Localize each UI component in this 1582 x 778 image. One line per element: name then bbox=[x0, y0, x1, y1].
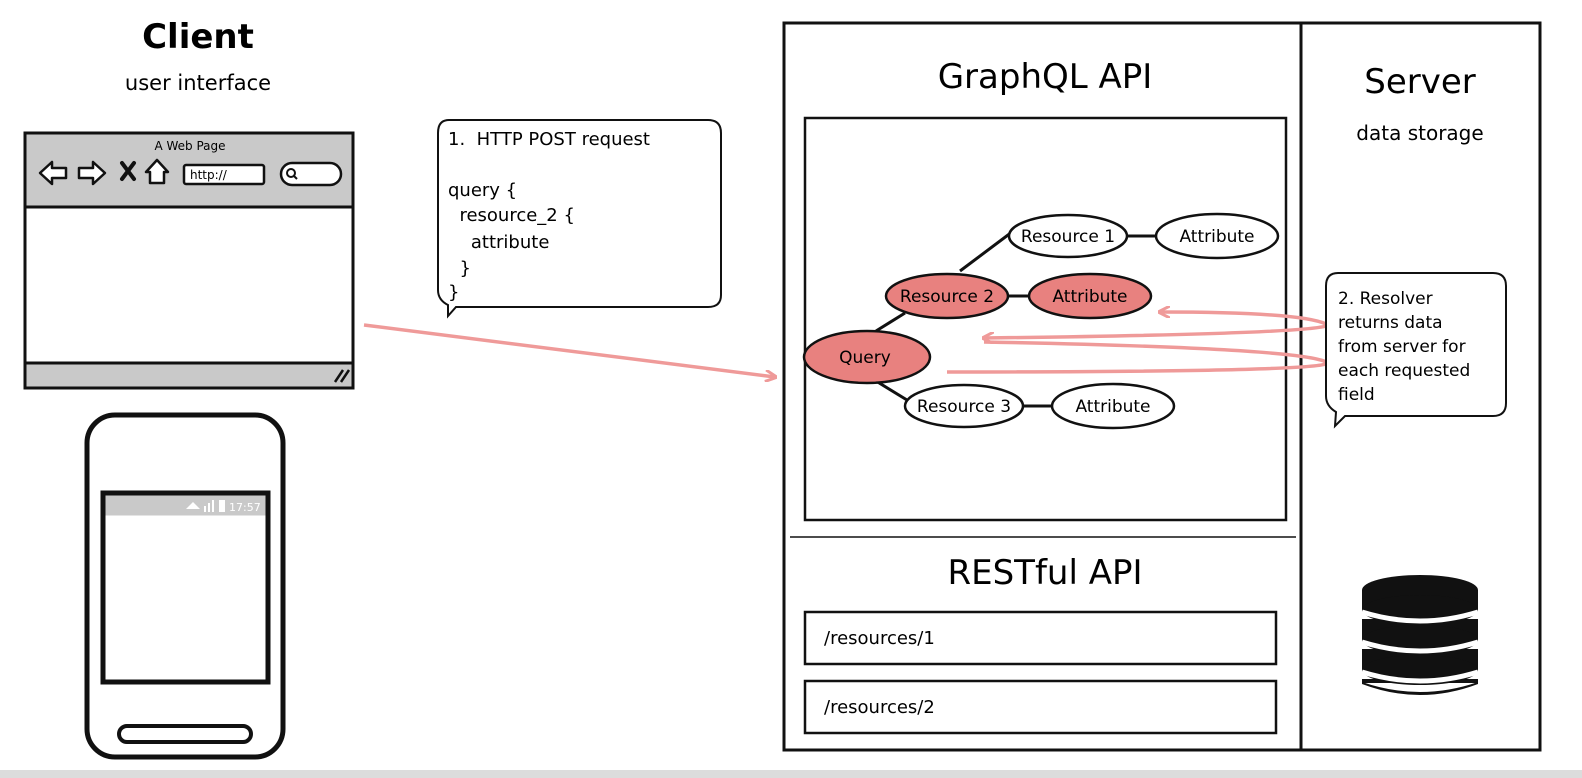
resolver-note-line: 2. Resolver bbox=[1338, 289, 1433, 309]
node-attribute-2-label: Attribute bbox=[1052, 287, 1127, 307]
browser-window: A Web Page http:// bbox=[23, 131, 355, 390]
node-resource-1[interactable]: Resource 1 bbox=[1007, 213, 1129, 259]
request-note-line: query { bbox=[448, 180, 517, 201]
graphql-panel bbox=[803, 116, 1288, 522]
phone-home-button[interactable] bbox=[117, 724, 253, 744]
window-bottom-strip bbox=[0, 770, 1582, 778]
request-note-line: resource_2 { bbox=[448, 205, 575, 226]
node-resource-1-label: Resource 1 bbox=[1021, 227, 1115, 247]
resolver-note-text: 2. Resolver returns data from server for… bbox=[1338, 289, 1476, 405]
node-attribute-3[interactable]: Attribute bbox=[1050, 382, 1176, 430]
server-subtitle: data storage bbox=[1356, 121, 1483, 145]
node-resource-3-label: Resource 3 bbox=[917, 397, 1011, 417]
client-subtitle: user interface bbox=[125, 71, 271, 95]
node-resource-3[interactable]: Resource 3 bbox=[903, 383, 1025, 429]
request-note-line: } bbox=[448, 258, 471, 279]
wifi-signal-icon bbox=[186, 500, 214, 512]
resolver-note-line: returns data bbox=[1338, 313, 1443, 333]
browser-page-title: A Web Page bbox=[154, 139, 225, 153]
rest-endpoint-label: /resources/1 bbox=[824, 628, 935, 649]
client-title: Client bbox=[142, 17, 254, 57]
rest-section: RESTful API /resources/1 /resources/2 bbox=[803, 553, 1278, 735]
request-note-line: attribute bbox=[448, 232, 549, 253]
node-attribute-1[interactable]: Attribute bbox=[1154, 212, 1280, 260]
resize-grip-icon[interactable] bbox=[333, 369, 351, 383]
node-resource-2-label: Resource 2 bbox=[900, 287, 994, 307]
node-attribute-2[interactable]: Attribute bbox=[1027, 272, 1153, 320]
phone-screen bbox=[100, 490, 271, 685]
client-section: Client user interface A Web Page http:// bbox=[23, 17, 355, 760]
node-attribute-1-label: Attribute bbox=[1179, 227, 1254, 247]
request-note-text: 1. HTTP POST request query { resource_2 … bbox=[0, 0, 730, 303]
node-attribute-3-label: Attribute bbox=[1075, 397, 1150, 417]
resolver-note-line: field bbox=[1338, 385, 1375, 405]
request-note-line: } bbox=[448, 282, 459, 303]
node-query-label: Query bbox=[839, 348, 891, 368]
node-resource-2[interactable]: Resource 2 bbox=[884, 272, 1010, 320]
request-note: 1. HTTP POST request query { resource_2 … bbox=[0, 0, 730, 319]
browser-status-bar bbox=[26, 363, 352, 387]
phone-status-bar bbox=[105, 495, 266, 516]
home-icon[interactable] bbox=[144, 158, 170, 185]
phone-status-time: 17:57 bbox=[229, 501, 261, 514]
node-query[interactable]: Query bbox=[802, 329, 932, 385]
rest-endpoint-label: /resources/2 bbox=[824, 697, 935, 718]
url-bar[interactable] bbox=[182, 163, 266, 186]
graph-edges bbox=[875, 230, 1156, 408]
resolver-note-line: from server for bbox=[1338, 337, 1466, 357]
api-frame bbox=[782, 21, 1542, 752]
request-note-line: 1. HTTP POST request bbox=[448, 129, 650, 150]
search-bar[interactable] bbox=[279, 161, 343, 187]
database-separators bbox=[1361, 609, 1479, 684]
close-icon[interactable] bbox=[120, 161, 136, 181]
request-arrow bbox=[363, 323, 775, 377]
resolver-note-line: each requested bbox=[1338, 361, 1470, 381]
rest-endpoint[interactable]: /resources/1 bbox=[803, 610, 1278, 666]
server-title: Server bbox=[1364, 62, 1476, 102]
graphql-title: GraphQL API bbox=[938, 57, 1153, 97]
search-icon bbox=[286, 168, 298, 180]
url-text: http:// bbox=[190, 168, 228, 182]
rest-endpoint[interactable]: /resources/2 bbox=[803, 679, 1278, 735]
resolver-arrows bbox=[946, 312, 1327, 374]
graphql-section: GraphQL API Resource 1 Attribute Resourc… bbox=[802, 57, 1288, 522]
resolver-note: 2. Resolver returns data from server for… bbox=[1325, 272, 1507, 429]
phone-device: 17:57 bbox=[84, 412, 286, 760]
server-section: Server data storage bbox=[1356, 62, 1484, 695]
battery-icon bbox=[219, 500, 225, 512]
forward-arrow-icon[interactable] bbox=[77, 160, 107, 186]
rest-title: RESTful API bbox=[947, 553, 1142, 593]
back-arrow-icon[interactable] bbox=[38, 160, 68, 186]
